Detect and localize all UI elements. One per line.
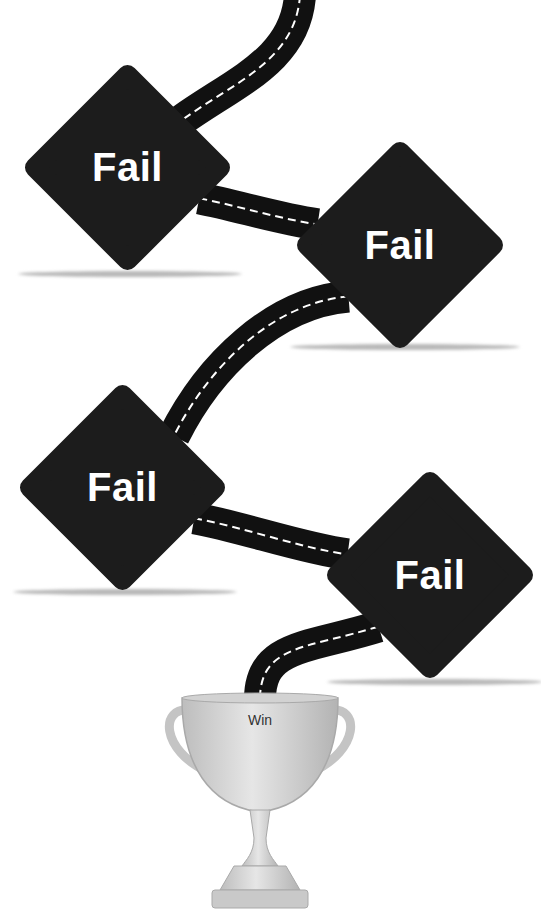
diamond-label: Fail	[365, 223, 436, 268]
road-start	[182, 0, 300, 120]
diamond-outline	[307, 152, 493, 338]
ground-shadow	[327, 679, 541, 685]
ground-shadow	[18, 271, 242, 277]
road-centre-line	[194, 518, 347, 554]
road-connector	[194, 518, 347, 554]
diamond-outline	[30, 395, 215, 580]
road-connector	[174, 297, 349, 437]
ground-shadow	[13, 589, 237, 595]
road-centre-line	[199, 198, 317, 224]
road-centre-line	[174, 297, 349, 437]
decision-diamond: Fail	[25, 65, 230, 270]
road	[194, 518, 347, 554]
diamond-outline	[337, 482, 523, 668]
road-centre-line	[182, 0, 300, 120]
road-connector	[199, 198, 317, 224]
road	[260, 627, 379, 700]
trophy-stem	[242, 810, 278, 866]
road-centre-line	[260, 627, 379, 700]
decision-diamond: Fail	[327, 472, 533, 678]
road-connector	[260, 627, 379, 700]
decision-diamond: Fail	[297, 142, 503, 348]
trophy-rim	[182, 693, 338, 703]
decision-diamond: Fail	[20, 385, 225, 590]
trophy-node: Win	[160, 688, 360, 912]
trophy-bowl	[182, 698, 338, 812]
diamond-outline	[35, 75, 220, 260]
diamond-label: Fail	[92, 145, 163, 190]
trophy-base	[220, 866, 300, 890]
road	[199, 198, 317, 224]
road	[174, 297, 349, 437]
diamond-label: Fail	[395, 553, 466, 598]
trophy-plinth	[212, 890, 308, 908]
trophy-label: Win	[248, 712, 272, 728]
diamond-label: Fail	[87, 465, 158, 510]
